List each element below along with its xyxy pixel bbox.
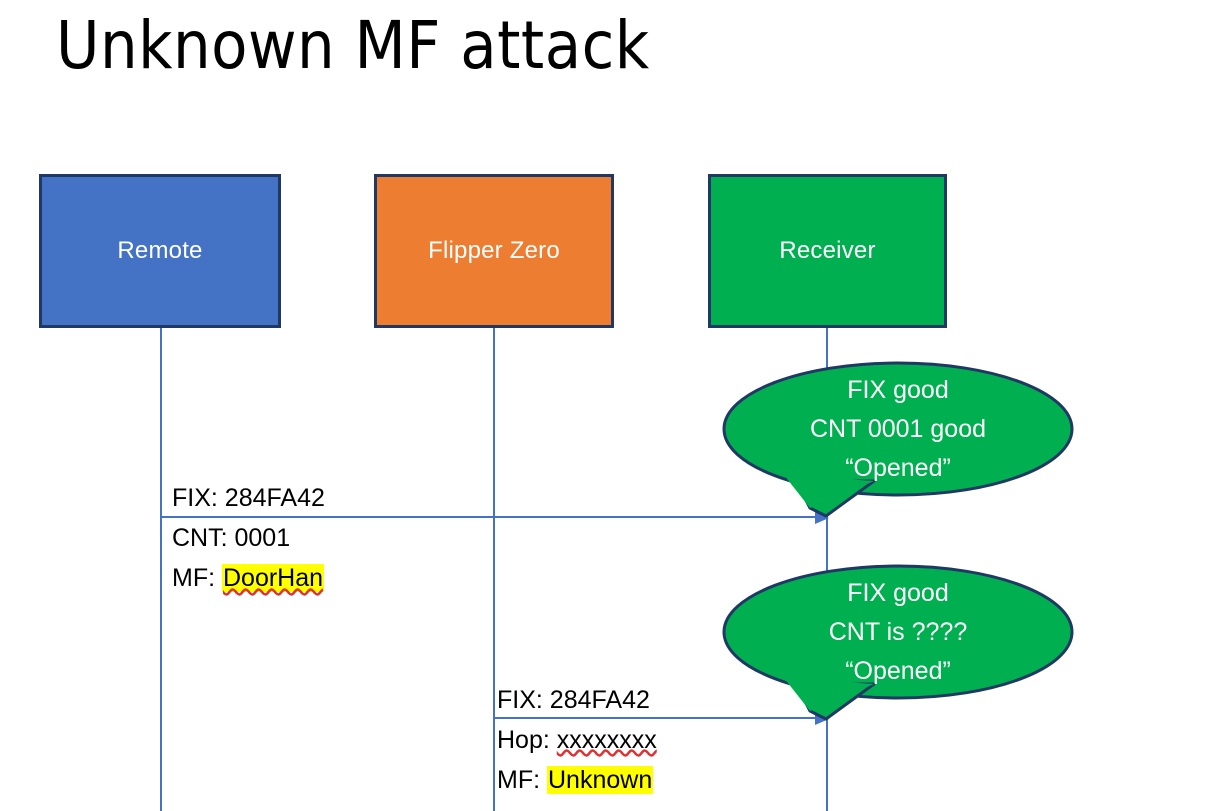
speech-bubble-shape-icon bbox=[722, 564, 1074, 721]
message-line-value: 0001 bbox=[234, 524, 291, 552]
message-line: CNT: 0001 bbox=[172, 518, 325, 558]
message-line-label: MF: bbox=[497, 766, 547, 794]
actor-box-remote[interactable]: Remote bbox=[39, 174, 281, 328]
actor-label-receiver: Receiver bbox=[779, 237, 876, 264]
message-line-value: 284FA42 bbox=[549, 686, 650, 714]
message-line: Hop: xxxxxxxx bbox=[497, 720, 657, 760]
actor-box-receiver[interactable]: Receiver bbox=[708, 174, 947, 328]
speech-bubble-receiver-first: FIX good CNT 0001 good “Opened” bbox=[722, 361, 1074, 518]
message-line-label: MF: bbox=[172, 564, 222, 592]
actor-label-remote: Remote bbox=[117, 237, 203, 264]
lifeline-flipper-zero bbox=[493, 328, 495, 811]
message-line: FIX: 284FA42 bbox=[172, 478, 325, 518]
message-line: FIX: 284FA42 bbox=[497, 680, 657, 720]
message-line-label: FIX: bbox=[172, 484, 225, 512]
message-line-value: 284FA42 bbox=[224, 484, 325, 512]
message-line-value-highlighted: DoorHan bbox=[222, 564, 325, 592]
speech-bubble-shape-icon bbox=[722, 361, 1074, 518]
page-title: Unknown MF attack bbox=[56, 7, 650, 84]
lifeline-receiver bbox=[826, 328, 828, 811]
message-line-label: CNT: bbox=[172, 524, 235, 552]
lifeline-remote bbox=[160, 328, 162, 811]
message-line-value-highlighted: Unknown bbox=[547, 766, 654, 794]
message-line-value-misspelled: xxxxxxxx bbox=[556, 726, 657, 754]
message-line-label: FIX: bbox=[497, 686, 550, 714]
message-line-label: Hop: bbox=[497, 726, 557, 754]
message-label-remote-to-receiver: FIX: 284FA42 CNT: 0001 MF: DoorHan bbox=[172, 478, 325, 598]
actor-label-flipper-zero: Flipper Zero bbox=[428, 237, 560, 264]
message-line: MF: Unknown bbox=[497, 760, 657, 800]
message-label-flipper-to-receiver: FIX: 284FA42 Hop: xxxxxxxx MF: Unknown bbox=[497, 680, 657, 800]
actor-box-flipper-zero[interactable]: Flipper Zero bbox=[374, 174, 614, 328]
message-line: MF: DoorHan bbox=[172, 558, 325, 598]
speech-bubble-receiver-second: FIX good CNT is ???? “Opened” bbox=[722, 564, 1074, 721]
